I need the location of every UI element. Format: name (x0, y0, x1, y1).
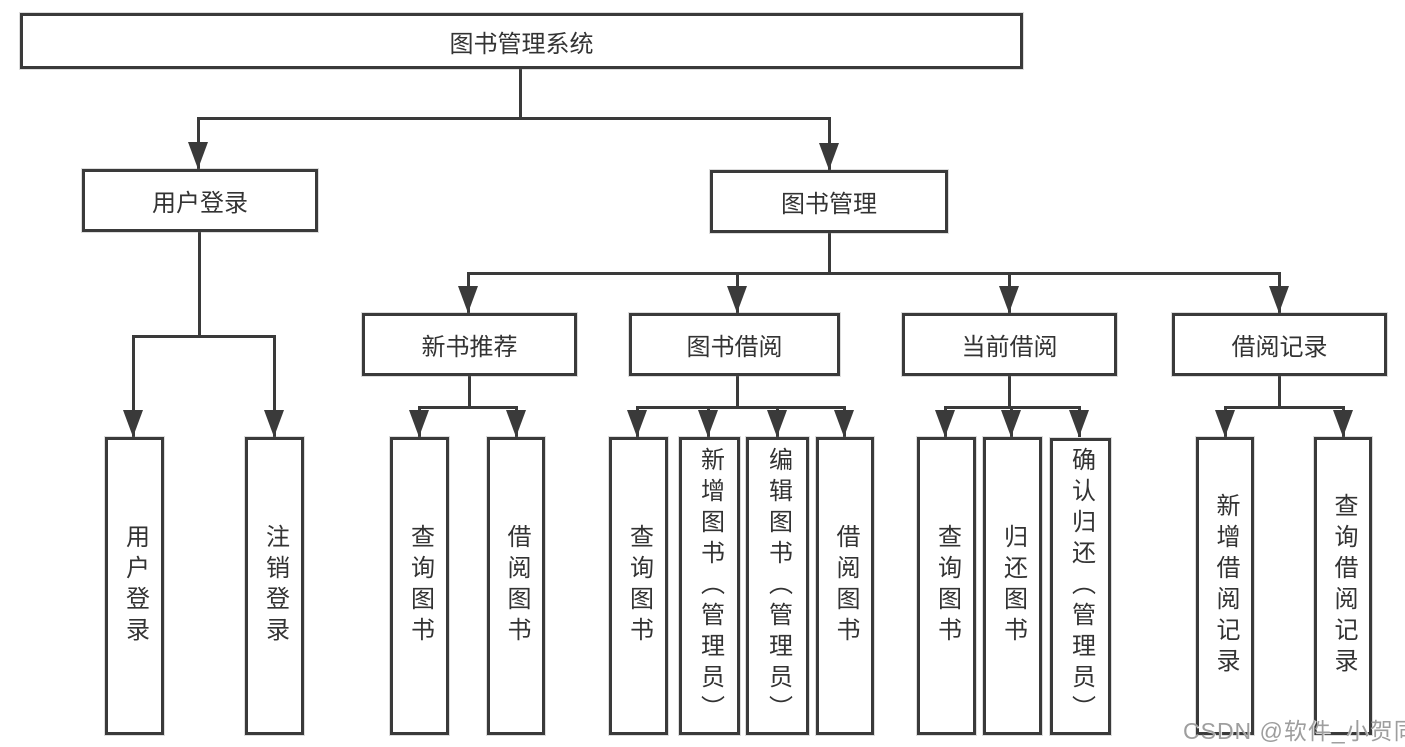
node-leaf-query-books-3: 查询图书 (917, 437, 976, 735)
node-leaf-edit-books-admin: 编辑图书（管理员） (746, 437, 809, 735)
node-label: 借阅记录 (1231, 334, 1328, 361)
node-leaf-borrow-books-1: 借阅图书 (487, 437, 545, 735)
connector-line (197, 117, 831, 120)
node-label: 新增图书（管理员） (696, 446, 724, 726)
node-label: 查询图书 (625, 524, 653, 648)
node-leaf-query-books-2: 查询图书 (609, 437, 668, 735)
arrow-down-icon (264, 410, 284, 437)
connector-line (636, 406, 846, 409)
connector-line (519, 69, 522, 119)
node-label: 确认归还（管理员） (1067, 447, 1095, 726)
node-label: 当前借阅 (961, 334, 1058, 361)
connector-line (418, 406, 518, 409)
node-label: 新书推荐 (421, 334, 518, 361)
arrow-down-icon (1269, 286, 1289, 313)
connector-line (736, 376, 739, 409)
arrow-down-icon (458, 286, 478, 313)
connector-line (828, 232, 831, 274)
arrow-down-icon (1069, 410, 1089, 437)
node-leaf-add-books-admin: 新增图书（管理员） (679, 437, 740, 735)
node-label: 用户登录 (121, 524, 149, 648)
csdn-watermark: CSDN @软件_小贺同学 (1183, 718, 1405, 744)
node-label: 查询图书 (406, 524, 434, 648)
node-label: 查询借阅记录 (1330, 493, 1357, 679)
arrow-down-icon (819, 143, 839, 170)
node-borrow-records: 借阅记录 (1172, 313, 1387, 376)
connector-line (468, 376, 471, 409)
arrow-down-icon (409, 410, 429, 437)
node-user-login: 用户登录 (82, 169, 318, 232)
arrow-down-icon (188, 142, 208, 169)
node-label: 借阅图书 (503, 524, 530, 648)
arrow-down-icon (698, 410, 718, 437)
arrow-down-icon (123, 410, 143, 437)
arrow-down-icon (935, 410, 955, 437)
connector-line (1224, 406, 1344, 409)
node-leaf-logout: 注销登录 (245, 437, 304, 735)
arrow-down-icon (834, 410, 854, 437)
node-new-book-recommend: 新书推荐 (362, 313, 577, 376)
arrow-down-icon (1215, 410, 1235, 437)
connector-line (1008, 376, 1011, 409)
node-label: 借阅图书 (832, 524, 859, 648)
connector-line (198, 232, 201, 337)
node-label: 归还图书 (999, 524, 1027, 648)
node-label: 图书管理系统 (449, 30, 594, 58)
node-label: 新增借阅记录 (1212, 493, 1239, 679)
arrow-down-icon (1333, 410, 1353, 437)
connector-line (273, 335, 276, 437)
node-label: 图书管理 (781, 191, 877, 218)
arrow-down-icon (727, 286, 747, 313)
node-leaf-add-borrow-record: 新增借阅记录 (1196, 437, 1254, 735)
node-label: 注销登录 (261, 524, 289, 648)
arrow-down-icon (999, 286, 1019, 313)
arrow-down-icon (767, 410, 787, 437)
node-leaf-confirm-return-admin: 确认归还（管理员） (1050, 438, 1111, 735)
connector-line (1278, 376, 1281, 409)
node-label: 用户登录 (152, 190, 248, 217)
connector-line (132, 335, 135, 437)
node-label: 图书借阅 (686, 334, 783, 361)
node-current-borrow: 当前借阅 (902, 313, 1117, 376)
arrow-down-icon (1001, 410, 1021, 437)
node-system-root: 图书管理系统 (20, 13, 1023, 69)
node-book-management: 图书管理 (710, 170, 948, 233)
node-label: 编辑图书（管理员） (764, 446, 792, 726)
node-leaf-borrow-books-2: 借阅图书 (816, 437, 874, 735)
node-leaf-query-borrow-record: 查询借阅记录 (1314, 437, 1372, 735)
node-leaf-user-login: 用户登录 (105, 437, 164, 735)
node-leaf-return-books: 归还图书 (983, 437, 1042, 735)
connector-line (467, 272, 1281, 275)
node-book-borrow: 图书借阅 (629, 313, 840, 376)
connector-line (132, 335, 276, 338)
node-leaf-query-books-1: 查询图书 (390, 437, 449, 735)
node-label: 查询图书 (933, 524, 961, 648)
arrow-down-icon (627, 410, 647, 437)
arrow-down-icon (506, 410, 526, 437)
